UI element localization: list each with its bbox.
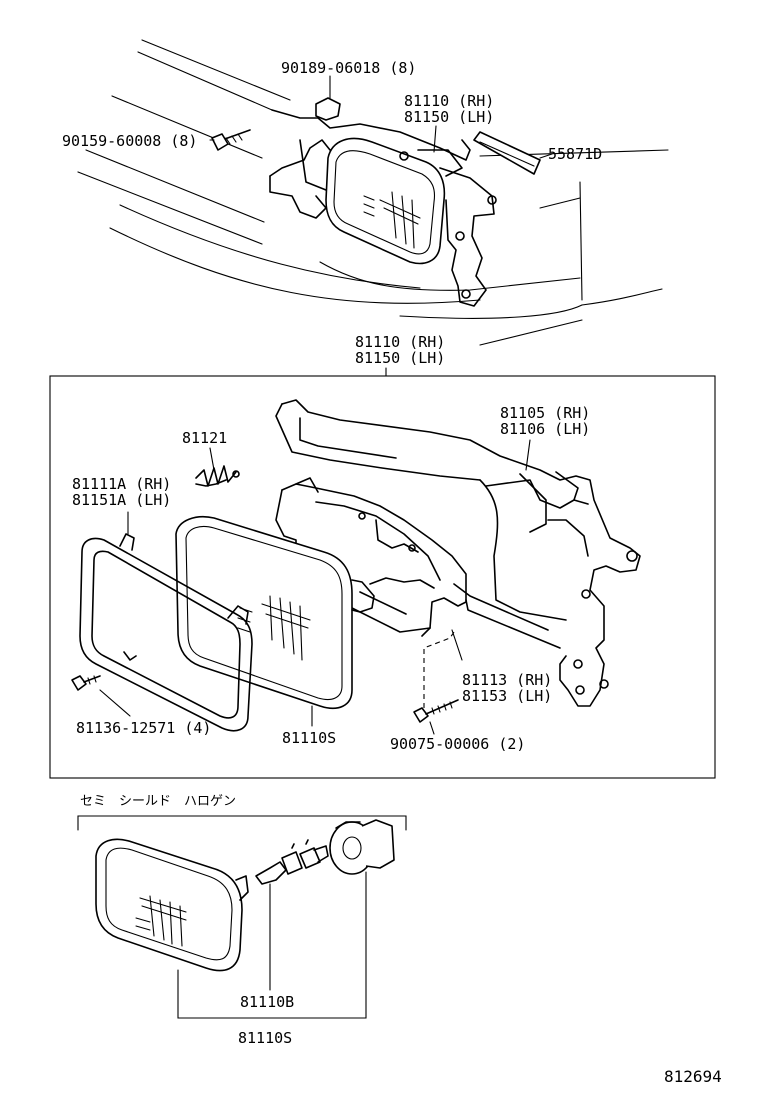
label-bulb: 81110B [240, 993, 295, 1011]
housing-bracket [275, 399, 641, 707]
label-screw-top: 90159-60008 (8) [62, 132, 198, 150]
bottom-leader-lines [177, 871, 367, 1019]
label-housing: 81105 (RH) 81106 (LH) [500, 404, 591, 438]
label-rim-screw: 81136-12571 (4) [76, 719, 212, 737]
label-rim: 81111A (RH) 81151A (LH) [72, 475, 172, 509]
bulb-socket [329, 819, 395, 875]
exploded-view-frame [49, 375, 716, 779]
label-unit-semi: 81110S [238, 1029, 293, 1047]
semi-sealed-bracket [77, 815, 407, 831]
vehicle-body-outline [77, 39, 669, 346]
label-seal: 55871D [548, 145, 603, 163]
adjusting-screw [413, 699, 459, 723]
label-assy-top: 81110 (RH) 81150 (LH) [404, 92, 495, 126]
top-leader-lines [209, 75, 553, 159]
label-mount: 81113 (RH) 81153 (LH) [462, 671, 553, 705]
label-spring: 81121 [182, 429, 228, 447]
spring-part [195, 465, 240, 487]
rim-screw [71, 675, 101, 691]
adjust-dashed-line [423, 631, 455, 708]
sealed-beam-unit [175, 516, 375, 710]
label-unit-sealed: 81110S [282, 729, 337, 747]
label-assy-box: 81110 (RH) 81150 (LH) [355, 333, 446, 367]
label-clip-part: 90189-06018 (8) [281, 59, 417, 77]
top-headlamp-assembly [211, 97, 541, 307]
semi-sealed-lamp-unit [95, 838, 249, 972]
label-semi-sealed-caption: セミ シールド ハロゲン [80, 794, 237, 809]
headlamp-rim [79, 533, 253, 732]
label-diagram-id: 812694 [664, 1067, 722, 1086]
label-adj-screw: 90075-00006 (2) [390, 735, 526, 753]
halogen-bulb [255, 839, 329, 885]
middle-leader-lines [99, 439, 531, 735]
